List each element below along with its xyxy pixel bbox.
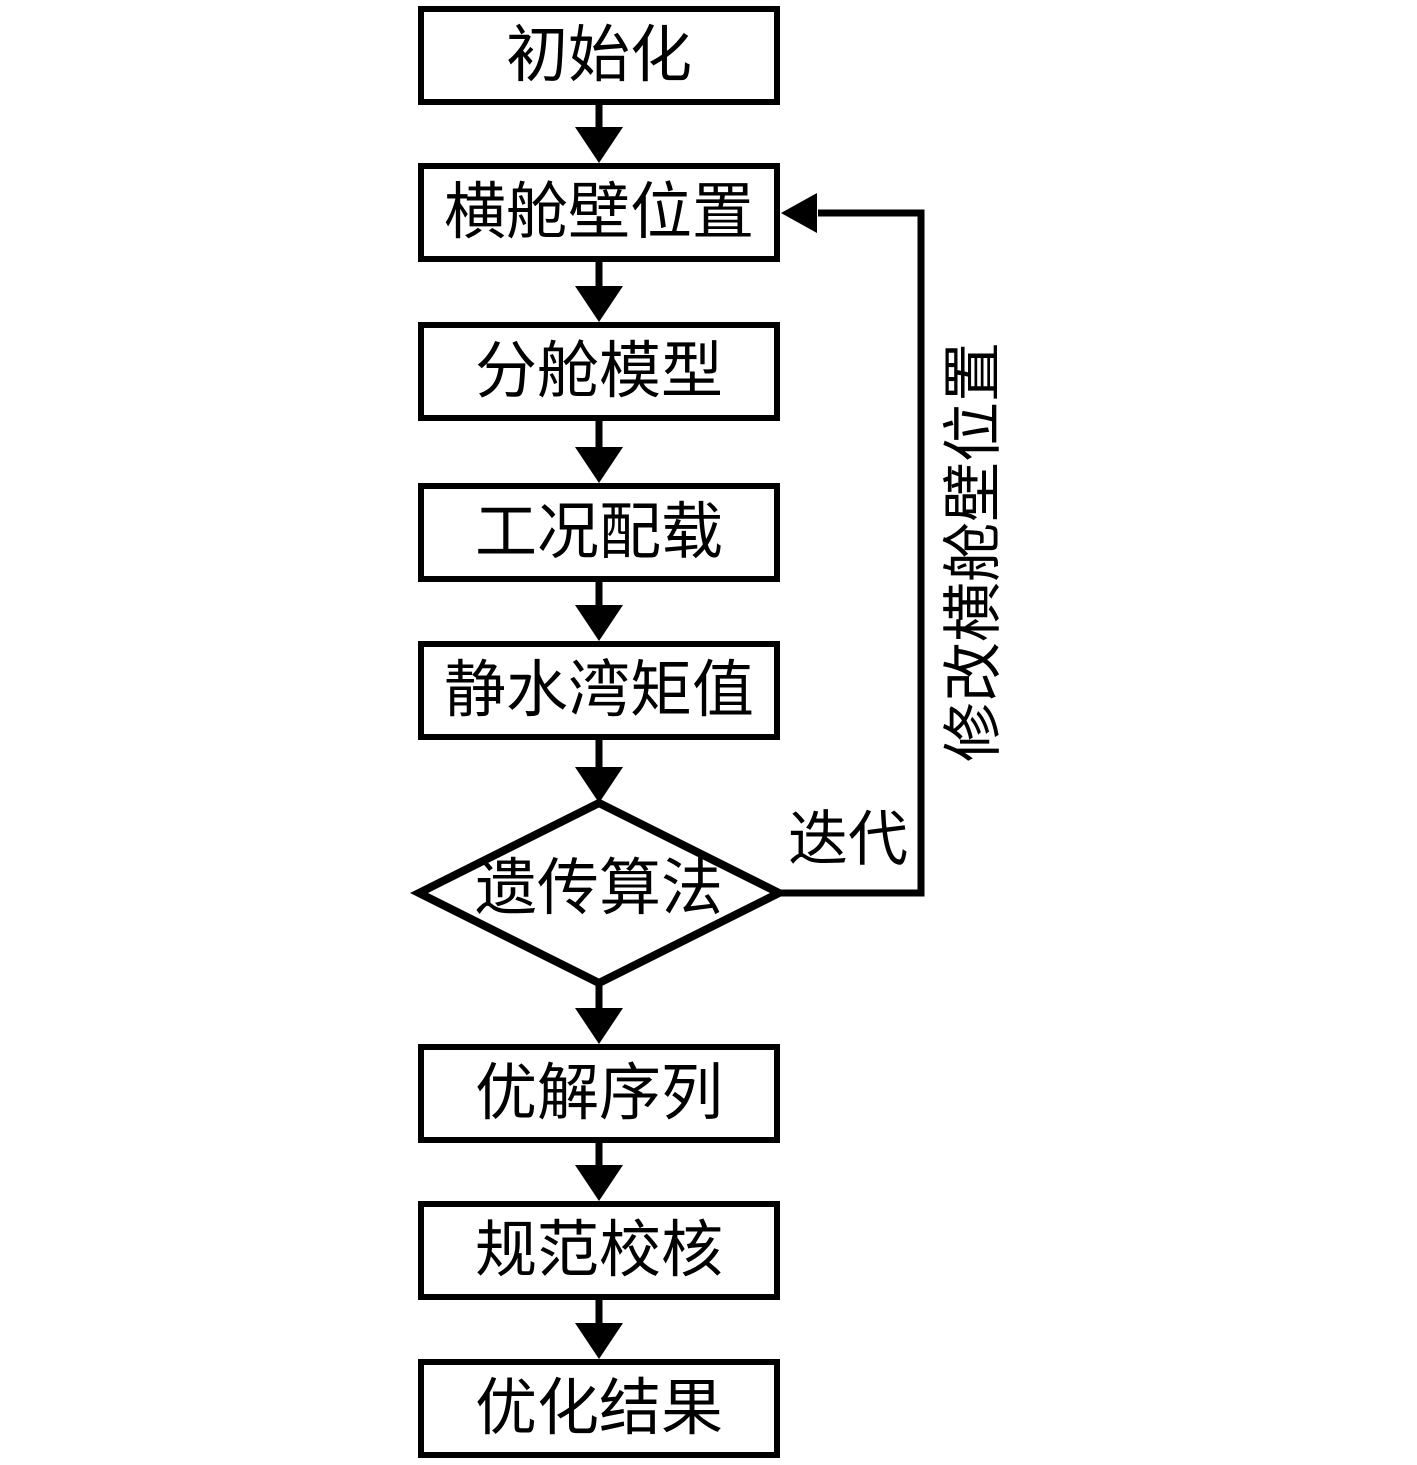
node-label: 优化结果 [474,1374,723,1443]
arrow-still-water-bending-moment-to-genetic-algorithm [575,734,623,803]
arrow-rule-check-to-optimization-result [575,1296,623,1359]
node-rule-check: 规范校核 [418,1201,780,1300]
node-label: 分舱模型 [474,337,723,406]
node-label: 优解序列 [474,1059,723,1128]
node-optimal-solution-sequence: 优解序列 [418,1044,780,1143]
arrow-genetic-algorithm-to-optimal-solution-sequence [575,981,623,1044]
edge-label-modify-bulkhead-position: 修改横舱壁位置 [941,342,1007,762]
node-initialization: 初始化 [418,6,780,105]
node-label: 工况配载 [474,498,723,567]
node-compartment-model: 分舱模型 [418,322,780,421]
edge-label-iteration: 迭代 [788,807,908,873]
arrow-loading-condition-to-still-water-bending-moment [575,578,623,641]
arrow-optimal-solution-sequence-to-rule-check [575,1139,623,1201]
node-label: 静水湾矩值 [443,656,754,725]
node-label: 横舱壁位置 [443,178,754,247]
arrow-bulkhead-position-to-compartment-model [575,258,623,322]
node-still-water-bending-moment: 静水湾矩值 [418,641,780,740]
node-loading-condition: 工况配载 [418,483,780,582]
feedback-loop-line [779,193,925,897]
arrow-compartment-model-to-loading-condition [575,416,623,483]
node-label: 规范校核 [474,1216,723,1285]
node-optimization-result: 优化结果 [418,1359,780,1458]
node-bulkhead-position: 横舱壁位置 [418,163,780,262]
node-label: 初始化 [505,21,692,90]
node-genetic-algorithm: 遗传算法 [474,855,723,923]
arrow-initialization-to-bulkhead-position [575,101,623,163]
